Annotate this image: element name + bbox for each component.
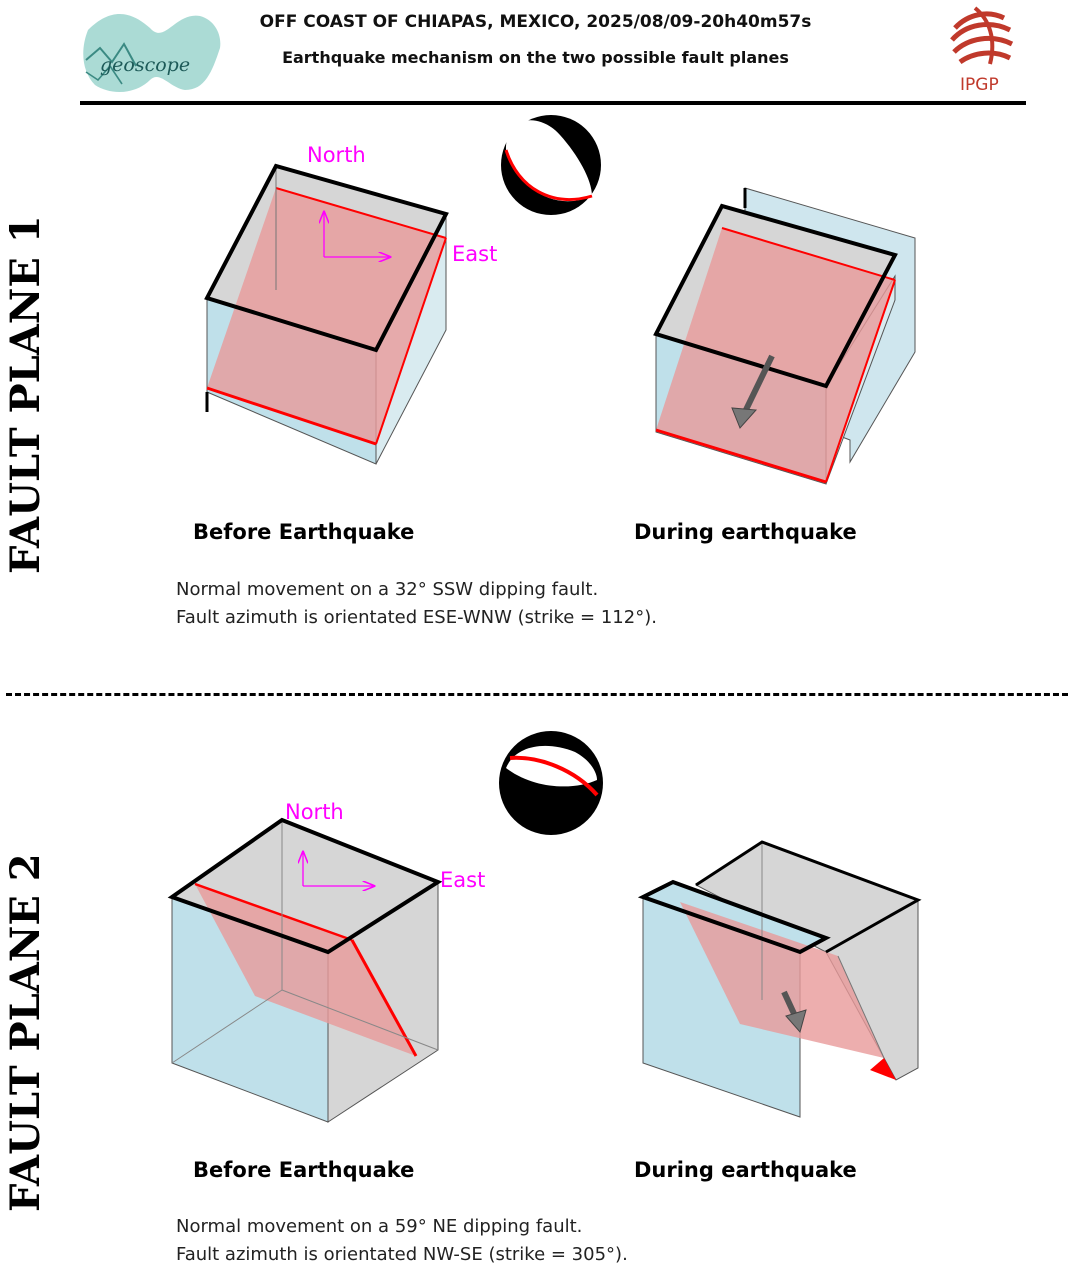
plane-separator	[6, 693, 1068, 696]
north-label: North	[285, 800, 344, 824]
beachball-plane-2	[499, 731, 603, 835]
east-label: East	[440, 868, 485, 892]
caption-during-plane-2: During earthquake	[634, 1158, 857, 1182]
block-before-plane-2	[167, 817, 443, 1123]
slip-arrow	[781, 990, 807, 1034]
block-during-plane-2	[637, 840, 922, 1118]
page-subtitle: Earthquake mechanism on the two possible…	[282, 48, 789, 67]
ipgp-logo: IPGP	[950, 6, 1014, 95]
beachball-plane-1	[501, 115, 601, 215]
geoscope-logo-text: geoscope	[100, 54, 190, 76]
north-label: North	[307, 143, 366, 167]
block-during-plane-1	[653, 187, 916, 485]
description-plane-1-line-1: Normal movement on a 32° SSW dipping fau…	[176, 579, 599, 600]
geoscope-logo: geoscope	[83, 14, 221, 92]
header-rule	[80, 101, 1026, 105]
compass-plane-1: North East	[307, 143, 497, 266]
caption-before-plane-2: Before Earthquake	[193, 1158, 415, 1182]
description-plane-2-line-1: Normal movement on a 59° NE dipping faul…	[176, 1216, 583, 1237]
block-before-plane-1	[204, 163, 449, 465]
description-plane-1-line-2: Fault azimuth is orientated ESE-WNW (str…	[176, 607, 657, 628]
slip-arrow	[731, 354, 775, 429]
compass-plane-2: North East	[285, 800, 485, 892]
caption-during-plane-1: During earthquake	[634, 520, 857, 544]
description-plane-2-line-2: Fault azimuth is orientated NW-SE (strik…	[176, 1244, 628, 1265]
east-label: East	[452, 242, 497, 266]
ipgp-logo-text: IPGP	[960, 75, 999, 95]
fault-trace	[206, 386, 377, 446]
page-title: OFF COAST OF CHIAPAS, MEXICO, 2025/08/09…	[259, 12, 812, 32]
caption-before-plane-1: Before Earthquake	[193, 520, 415, 544]
